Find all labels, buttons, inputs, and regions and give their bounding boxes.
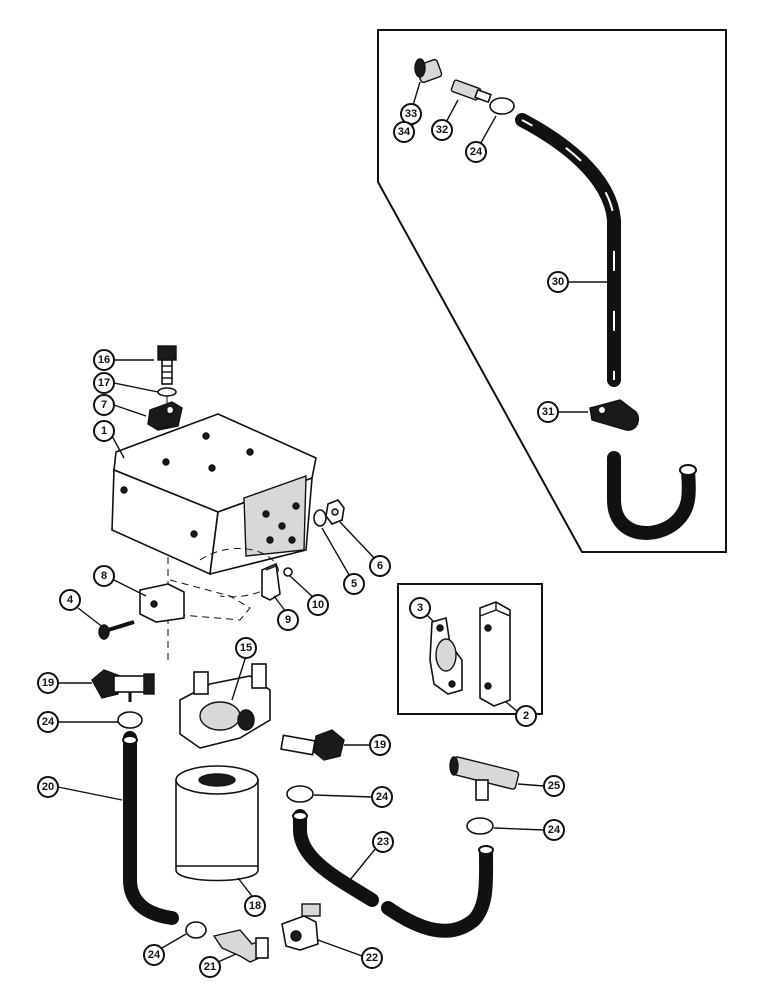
callout-34: 34 [393,121,415,143]
callout-10: 10 [289,575,329,616]
svg-text:2: 2 [523,710,529,722]
svg-text:24: 24 [376,791,389,803]
part-2-block [479,601,511,707]
svg-text:8: 8 [101,570,107,582]
part-33-fitting [414,58,443,84]
part-31-clip [589,399,640,431]
callout-15: 15 [231,637,257,701]
part-3-clip [429,616,463,695]
callout-33: 33 [400,81,422,125]
svg-text:5: 5 [351,578,357,590]
part-24-hose-clamp [489,97,515,115]
callout-24-left: 24 [37,711,118,733]
svg-text:7: 7 [101,399,107,411]
callout-32: 32 [431,99,459,141]
callout-22: 22 [317,939,383,969]
svg-text:22: 22 [366,952,378,964]
callout-21: 21 [199,953,237,978]
part-1-bracket [111,413,317,576]
part-17-washer [157,387,177,397]
part-8-plate [139,583,185,623]
svg-text:6: 6 [377,560,383,572]
part-6-nut [325,499,345,525]
callout-9: 9 [273,595,299,631]
inset-panel-hose-kit: 33 34 32 24 30 31 [377,29,727,553]
part-7-clip [147,401,183,431]
svg-text:25: 25 [548,780,560,792]
svg-text:24: 24 [42,716,55,728]
callout-6: 6 [339,521,391,577]
callout-23: 23 [349,831,394,881]
part-24-hose-clamp-right [466,817,494,835]
callout-24-inset: 24 [465,115,497,163]
svg-text:9: 9 [285,614,291,626]
part-32-adapter [450,79,492,104]
callout-5: 5 [321,527,365,595]
svg-text:17: 17 [98,377,110,389]
svg-text:20: 20 [42,781,54,793]
svg-text:4: 4 [67,594,74,606]
part-20-hose [122,731,179,925]
svg-text:32: 32 [436,124,448,136]
svg-text:19: 19 [42,677,54,689]
part-4-screw [98,620,135,640]
callout-30: 30 [547,271,608,293]
part-10-washer [283,567,293,577]
svg-text:30: 30 [552,276,564,288]
callout-2: 2 [505,701,537,727]
callout-24-bottom: 24 [143,933,187,966]
part-15-filter-head [179,663,271,749]
svg-text:1: 1 [101,425,107,437]
callout-19-right: 19 [344,734,391,756]
part-22-tee-fitting [281,903,321,951]
svg-text:10: 10 [312,599,324,611]
callout-25: 25 [517,775,565,797]
callout-4: 4 [59,589,105,629]
callout-24-middle: 24 [313,786,393,808]
part-19-drain-valve-right [280,729,345,761]
svg-text:18: 18 [249,900,261,912]
svg-text:24: 24 [548,824,561,836]
svg-text:24: 24 [148,949,161,961]
svg-text:34: 34 [398,126,411,138]
svg-text:24: 24 [470,146,483,158]
inset-box-clip-block: 3 2 [397,583,543,727]
callout-20: 20 [37,776,123,801]
part-18-filter [175,765,259,882]
part-5-washer [313,509,327,527]
part-30-hose-bend [607,451,697,540]
callout-17: 17 [93,372,159,394]
callout-19-left: 19 [37,672,92,694]
svg-text:21: 21 [204,961,216,973]
part-23-hose [292,809,494,938]
part-24-hose-clamp-bottom [185,921,207,939]
svg-text:33: 33 [405,108,417,120]
part-24-hose-clamp-middle [286,785,314,803]
callout-24-right: 24 [493,819,565,841]
part-21-elbow-fitting [212,929,269,963]
svg-text:15: 15 [240,642,252,654]
part-30-hose [515,113,621,387]
svg-text:31: 31 [542,406,554,418]
callout-1: 1 [93,420,125,459]
part-9-clip [261,562,281,601]
svg-text:19: 19 [374,739,386,751]
callout-7: 7 [93,394,147,417]
callout-16: 16 [93,349,154,371]
part-19-drain-valve-left [91,669,155,702]
callout-3: 3 [409,597,435,623]
svg-text:23: 23 [377,836,389,848]
callout-8: 8 [93,565,147,597]
svg-text:16: 16 [98,354,110,366]
callout-18: 18 [237,877,266,917]
part-25-tee-fitting [449,756,520,801]
part-16-bolt [157,345,177,385]
callout-31: 31 [537,401,588,423]
part-24-hose-clamp-left [117,711,143,729]
svg-text:3: 3 [417,602,423,614]
